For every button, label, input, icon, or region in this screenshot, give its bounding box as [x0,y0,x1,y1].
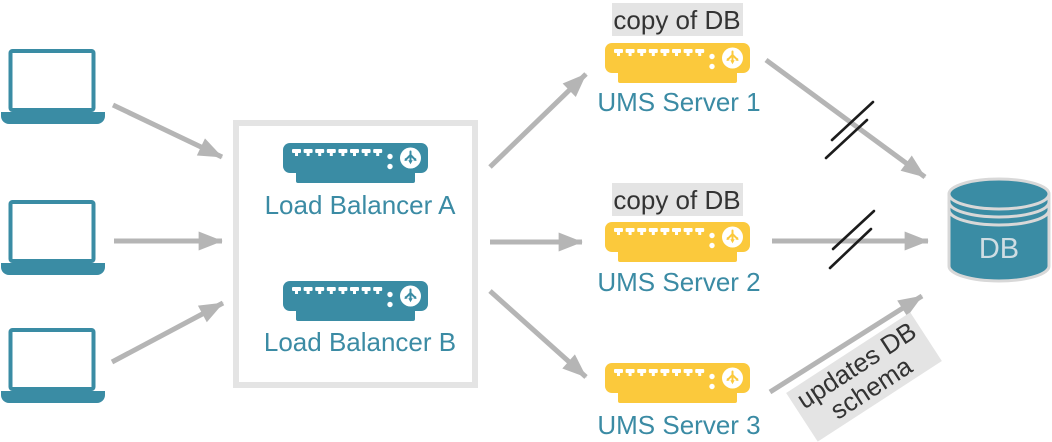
load-balancer-a-icon [282,142,429,184]
ums-server-3-icon [604,362,751,404]
arrow-lb-to-ums1 [488,72,588,169]
ums-server-2-label: UMS Server 2 [597,267,760,297]
link-break-slashes-ums2 [828,209,876,270]
ums1-copy-of-db-badge [612,3,743,36]
ums-server-1-label: UMS Server 1 [597,87,760,117]
ums-server-2-icon [604,221,751,263]
load-balancer-b-icon [282,280,429,322]
link-break-slashes-ums1 [824,100,875,160]
load-balancer-b-label: Load Balancer B [264,327,456,357]
arrow-client3-to-load-balancers [110,300,225,365]
load-balancer-a-label: Load Balancer A [265,190,456,220]
ums-server-1-icon [604,42,751,84]
ums2-copy-of-db-badge-label: copy of DB [613,185,740,215]
client-laptop-icon-1 [0,49,107,126]
db-label: DB [979,233,1019,265]
arrow-lb-to-ums3 [488,289,588,379]
arrow-ums3-to-db [768,293,924,395]
ums2-copy-of-db-badge [612,183,743,216]
arrow-client1-to-load-balancers [111,102,224,160]
client-laptop-icon-2 [0,200,107,277]
ums-server-3-label: UMS Server 3 [597,410,760,440]
client-laptop-icon-3 [0,328,107,405]
arrow-ums1-to-db [764,57,927,180]
ums1-copy-of-db-badge-label: copy of DB [613,5,740,35]
db-cylinder-icon: DB [947,177,1051,283]
